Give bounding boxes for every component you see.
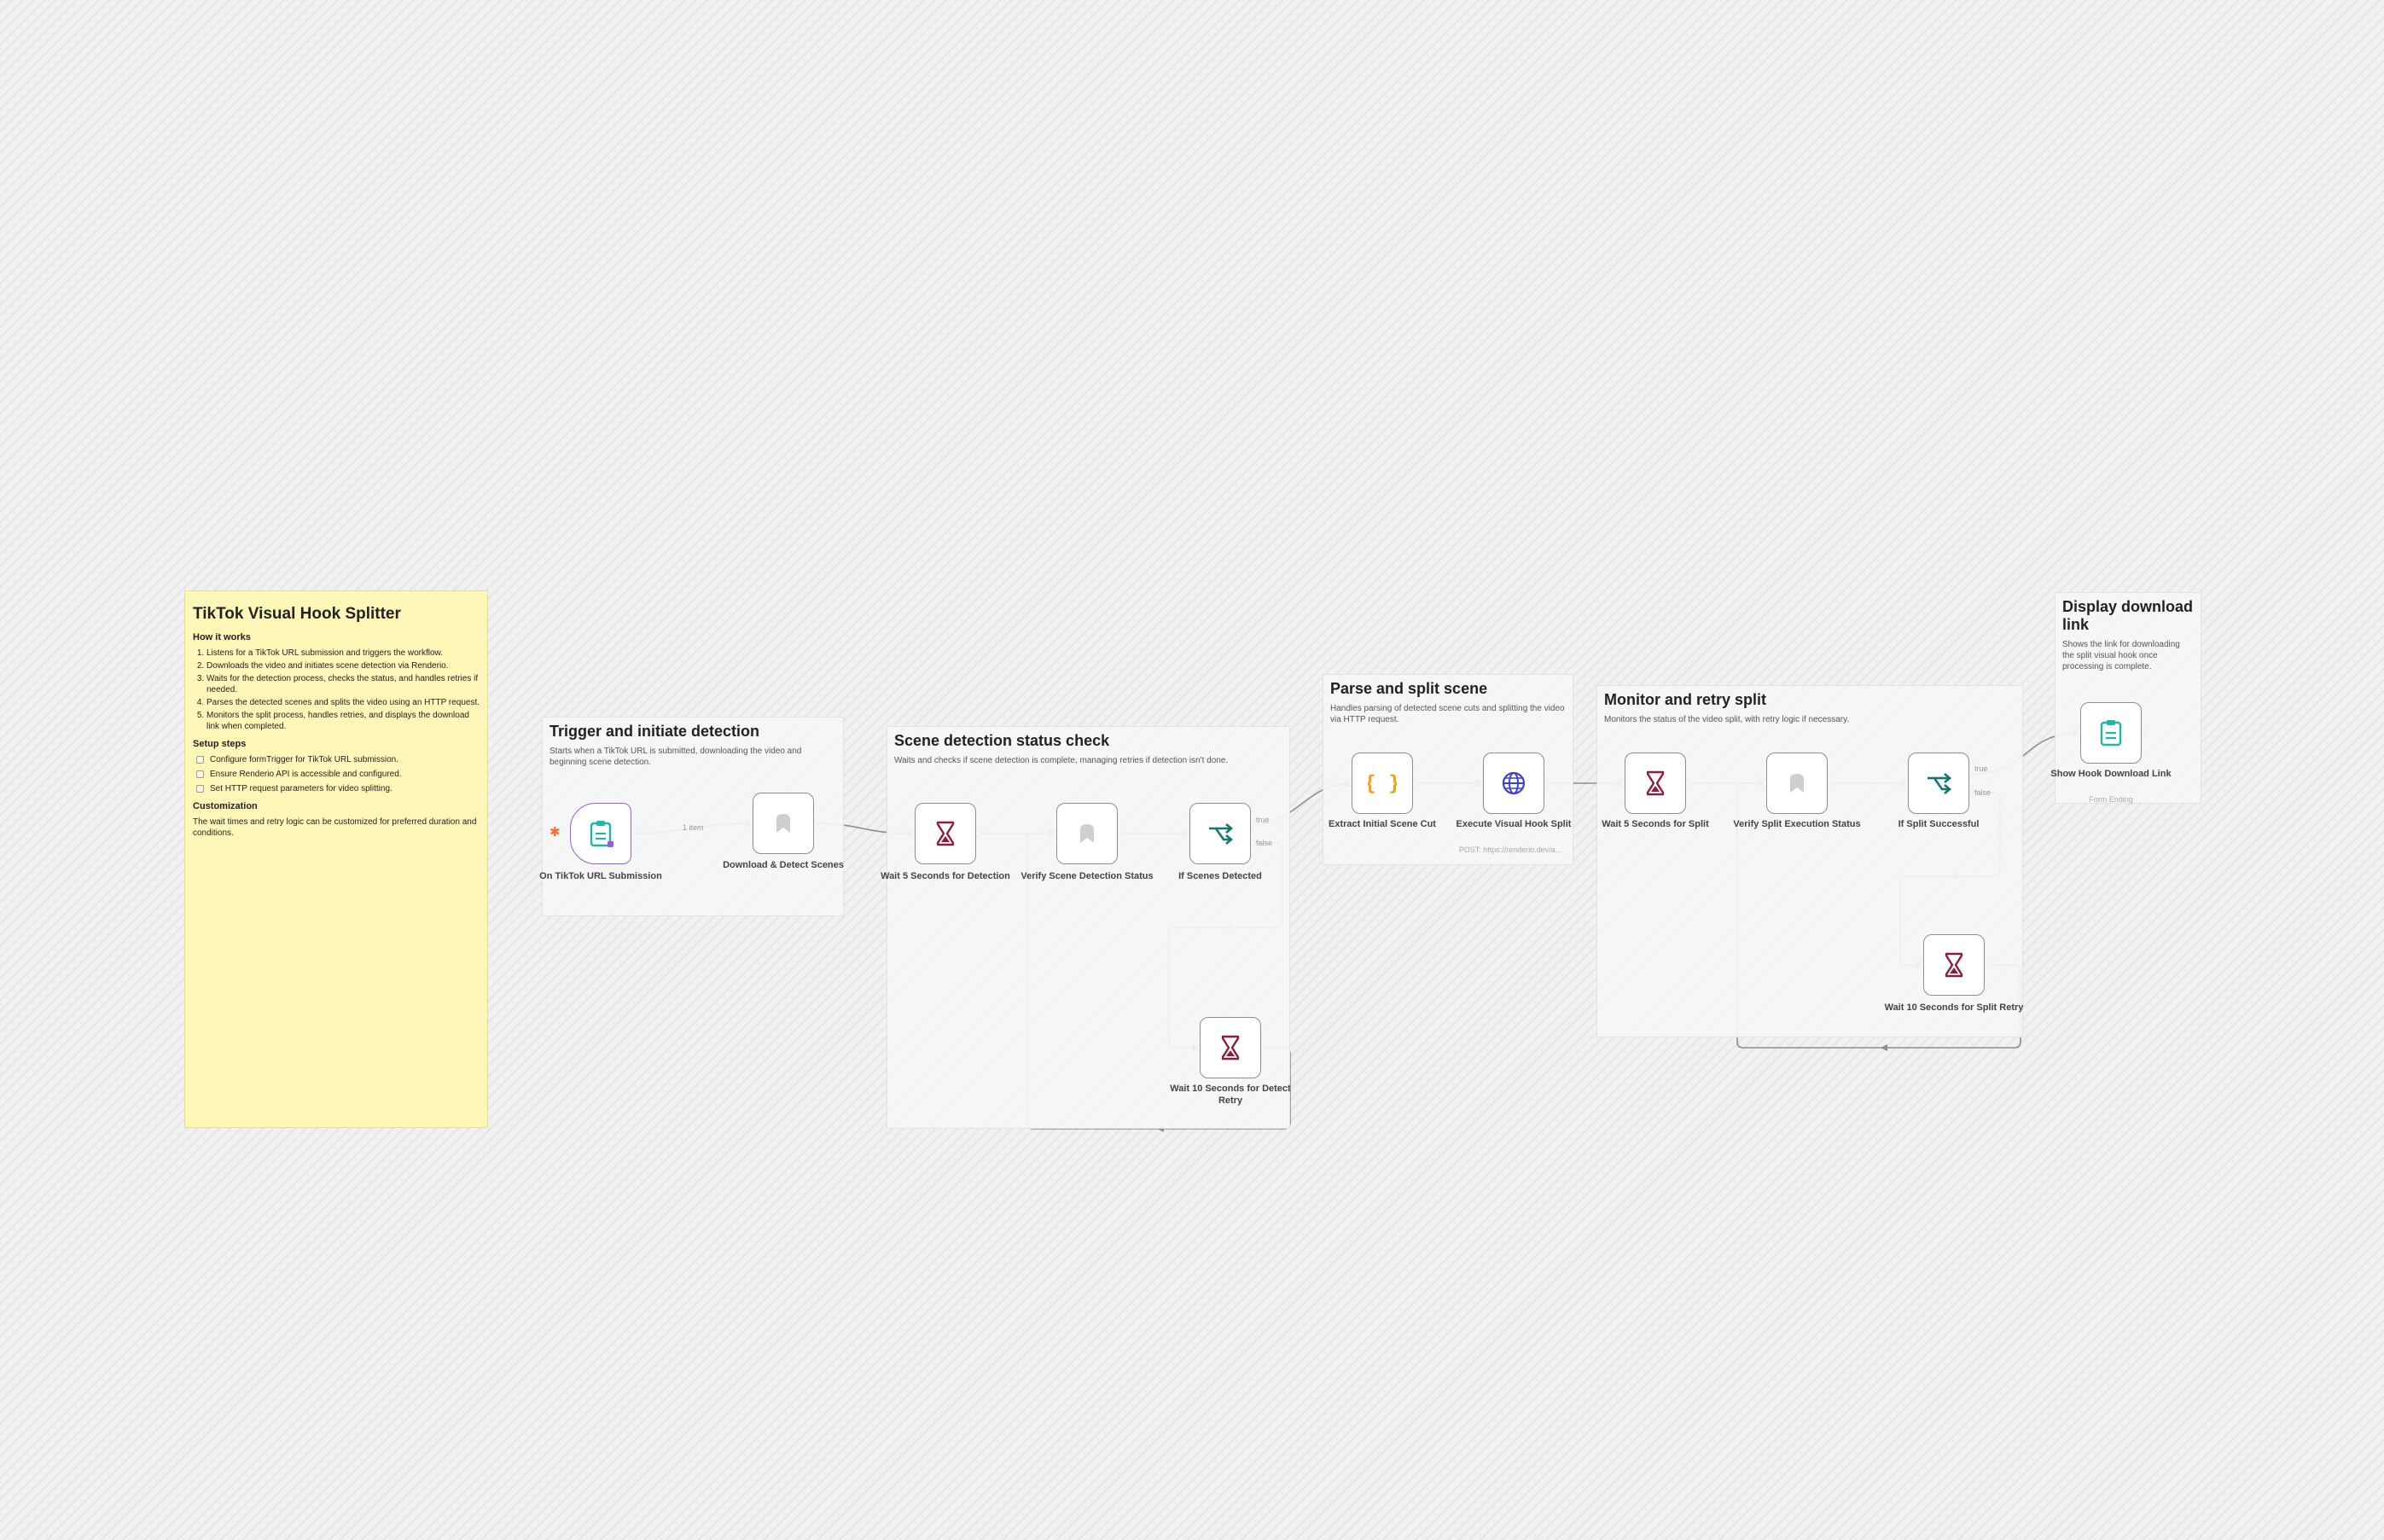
list-item: Downloads the video and initiates scene … bbox=[206, 660, 480, 671]
node-label: Wait 10 Seconds for Detect Retry bbox=[1170, 1084, 1291, 1106]
checklist-item: Ensure Renderio API is accessible and co… bbox=[193, 769, 480, 780]
checkbox-icon[interactable] bbox=[196, 756, 204, 764]
hourglass-icon bbox=[1942, 951, 1966, 979]
how-it-works-heading: How it works bbox=[193, 632, 251, 642]
clipboard-icon bbox=[2097, 718, 2125, 747]
list-item: Monitors the split process, handles retr… bbox=[206, 710, 480, 732]
list-item: Parses the detected scenes and splits th… bbox=[206, 697, 480, 708]
node-on-tiktok-url-submission[interactable] bbox=[570, 803, 631, 864]
globe-icon bbox=[1501, 770, 1526, 796]
node-show-hook-download-link[interactable] bbox=[2080, 702, 2142, 764]
svg-text:{ }: { } bbox=[1368, 771, 1397, 795]
node-if-scenes-detected[interactable] bbox=[1189, 803, 1251, 864]
node-wait-5-seconds-detection[interactable] bbox=[915, 803, 976, 864]
group-description: Starts when a TikTok URL is submitted, d… bbox=[549, 747, 802, 767]
node-sublabel: Form Ending bbox=[2089, 795, 2133, 804]
checklist-item: Configure formTrigger for TikTok URL sub… bbox=[193, 754, 480, 765]
node-wait-10-seconds-split-retry[interactable] bbox=[1923, 934, 1985, 996]
node-label: Wait 5 Seconds for Detection bbox=[881, 871, 1010, 881]
trigger-bolt-icon: ✱ bbox=[549, 825, 561, 840]
node-verify-split-execution[interactable] bbox=[1766, 753, 1828, 814]
renderio-icon bbox=[1074, 821, 1100, 846]
group-title: Trigger and initiate detection bbox=[549, 723, 760, 740]
node-verify-scene-detection[interactable] bbox=[1056, 803, 1118, 864]
edge-label-false: false bbox=[1974, 788, 1992, 797]
renderio-icon bbox=[1784, 770, 1810, 796]
customization-text: The wait times and retry logic can be cu… bbox=[193, 817, 477, 838]
node-label: Wait 10 Seconds for Split Retry bbox=[1884, 1002, 2024, 1013]
edge-label-true: true bbox=[1974, 764, 1988, 773]
node-if-split-successful[interactable] bbox=[1908, 753, 1969, 814]
node-label: Download & Detect Scenes bbox=[723, 860, 844, 870]
group-title: Parse and split scene bbox=[1330, 680, 1488, 697]
checklist-text: Configure formTrigger for TikTok URL sub… bbox=[210, 755, 398, 764]
sticky-note[interactable]: TikTok Visual Hook Splitter How it works… bbox=[184, 590, 488, 1128]
customization-heading: Customization bbox=[193, 801, 258, 811]
node-extract-initial-scene-cut[interactable]: { } bbox=[1352, 753, 1413, 814]
node-label: Execute Visual Hook Split bbox=[1456, 819, 1572, 829]
node-wait-5-seconds-split[interactable] bbox=[1625, 753, 1686, 814]
clipboard-icon bbox=[587, 819, 614, 848]
checklist-item: Set HTTP request parameters for video sp… bbox=[193, 783, 480, 794]
node-sublabel: POST: https://renderio.dev/a... bbox=[1458, 846, 1562, 854]
node-label: Show Hook Download Link bbox=[2050, 769, 2172, 779]
group-display-link[interactable]: Display download link Shows the link for… bbox=[2055, 592, 2201, 804]
node-label: Verify Split Execution Status bbox=[1733, 819, 1861, 829]
checklist-text: Set HTTP request parameters for video sp… bbox=[210, 784, 392, 793]
setup-steps-list: Configure formTrigger for TikTok URL sub… bbox=[193, 754, 480, 794]
list-item: Waits for the detection process, checks … bbox=[206, 673, 480, 695]
node-execute-visual-hook-split[interactable] bbox=[1483, 753, 1544, 814]
group-description: Monitors the status of the video split, … bbox=[1604, 715, 1850, 724]
node-label: If Scenes Detected bbox=[1178, 871, 1262, 881]
branch-icon bbox=[1207, 822, 1234, 846]
group-description: Shows the link for downloading the split… bbox=[2062, 640, 2180, 671]
node-label: Verify Scene Detection Status bbox=[1020, 871, 1154, 881]
group-description: Handles parsing of detected scene cuts a… bbox=[1330, 704, 1565, 724]
sticky-title: TikTok Visual Hook Splitter bbox=[193, 605, 401, 623]
group-title: Scene detection status check bbox=[894, 732, 1110, 749]
node-label: If Split Successful bbox=[1898, 819, 1980, 829]
hourglass-icon bbox=[1643, 770, 1667, 797]
branch-icon bbox=[1925, 771, 1952, 795]
node-label: Wait 5 Seconds for Split bbox=[1602, 819, 1709, 829]
hourglass-icon bbox=[933, 820, 957, 847]
how-it-works-list: Listens for a TikTok URL submission and … bbox=[193, 648, 480, 732]
edge-label-item-count: 1 item bbox=[683, 823, 704, 832]
node-download-detect-scenes[interactable] bbox=[753, 793, 814, 854]
checkbox-icon[interactable] bbox=[196, 770, 204, 778]
group-title: Monitor and retry split bbox=[1604, 691, 1767, 708]
list-item: Listens for a TikTok URL submission and … bbox=[206, 648, 480, 659]
checklist-text: Ensure Renderio API is accessible and co… bbox=[210, 770, 402, 779]
node-label: Extract Initial Scene Cut bbox=[1329, 819, 1436, 829]
edge-label-false: false bbox=[1256, 839, 1273, 847]
group-title: Display download link bbox=[2062, 598, 2194, 633]
group-description: Waits and checks if scene detection is c… bbox=[894, 756, 1229, 765]
code-braces-icon: { } bbox=[1368, 771, 1397, 795]
checkbox-icon[interactable] bbox=[196, 785, 204, 793]
edge-label-true: true bbox=[1256, 816, 1270, 824]
setup-steps-heading: Setup steps bbox=[193, 739, 247, 749]
node-label: On TikTok URL Submission bbox=[539, 871, 662, 881]
renderio-icon bbox=[770, 811, 796, 836]
node-wait-10-seconds-detect-retry[interactable] bbox=[1200, 1017, 1261, 1078]
hourglass-icon bbox=[1218, 1034, 1242, 1061]
